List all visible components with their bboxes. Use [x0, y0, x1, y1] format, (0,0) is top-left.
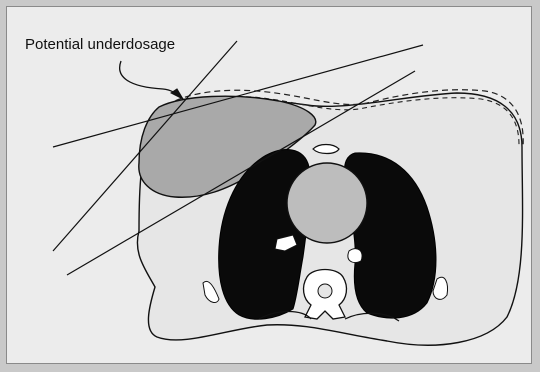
spinal-canal: [318, 284, 332, 298]
sternum: [313, 145, 339, 154]
ct-cross-section-diagram: Potential underdosage: [7, 7, 533, 365]
figure-panel: Potential underdosage: [6, 6, 532, 364]
right-hilum: [348, 249, 362, 263]
annotation-arrowhead: [171, 89, 183, 99]
annotation-label: Potential underdosage: [25, 36, 175, 53]
heart: [287, 163, 367, 243]
